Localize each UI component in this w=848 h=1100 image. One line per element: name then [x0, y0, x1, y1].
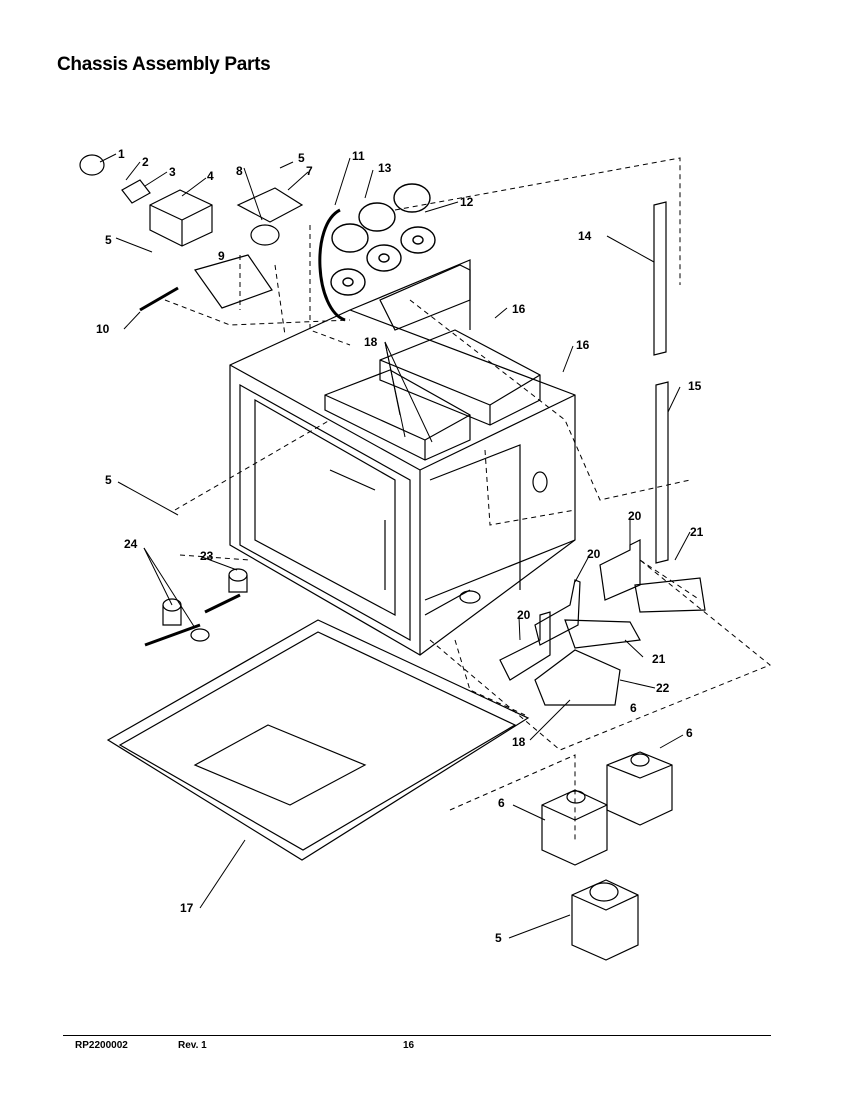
- mount-bracket-21a: [634, 577, 706, 613]
- motor-bracket: [236, 187, 304, 246]
- bracket-strip: [139, 286, 179, 312]
- support-bracket-20a: [599, 539, 641, 601]
- callout-18-top: 18: [364, 335, 378, 349]
- callout-9: 9: [218, 249, 225, 263]
- assembly-guide-lines: [164, 157, 771, 840]
- page-title: Chassis Assembly Parts: [57, 54, 271, 75]
- magnetron-upper: [606, 751, 673, 826]
- callout-18-bottom: 18: [512, 735, 526, 749]
- callout-20-right: 20: [628, 509, 642, 523]
- callout-3: 3: [169, 165, 176, 179]
- footer-doc-number: RP2200002: [75, 1040, 128, 1051]
- callout-5-mid: 5: [105, 473, 112, 487]
- callout-11: 11: [352, 149, 365, 163]
- callout-20-mid: 20: [587, 547, 601, 561]
- rear-bracket: [379, 264, 471, 331]
- callout-labels: 1 2 3 4 5 7 8 11 13 12 5 9 14 10 16 18 1…: [96, 147, 704, 945]
- callout-7: 7: [306, 164, 313, 178]
- callout-2: 2: [142, 155, 149, 169]
- base-tray: [106, 619, 530, 861]
- mount-bracket-22: [534, 649, 621, 706]
- glide-rail-15: [655, 381, 669, 564]
- stirrer-belt: [318, 208, 346, 322]
- callout-21-mid: 21: [652, 652, 666, 666]
- callout-1: 1: [118, 147, 125, 161]
- magnetron-middle: [541, 789, 608, 866]
- footer-revision: Rev. 1: [178, 1040, 207, 1051]
- callout-10: 10: [96, 322, 110, 336]
- footer-page-number: 16: [403, 1040, 415, 1051]
- callout-5-bottom: 5: [495, 931, 502, 945]
- callout-14: 14: [578, 229, 592, 243]
- callout-16-top: 16: [512, 302, 526, 316]
- lamp-socket: [121, 179, 151, 204]
- callout-20-left: 20: [517, 608, 531, 622]
- lamp-bulb: [79, 154, 105, 176]
- footer-rule: [63, 1035, 771, 1036]
- callout-6-bracket: 6: [630, 701, 637, 715]
- support-bracket-20b: [534, 579, 581, 646]
- transformer-box: [149, 189, 213, 247]
- insulator-sheet: [194, 254, 273, 309]
- support-bracket-20c: [499, 611, 551, 681]
- callout-15: 15: [688, 379, 702, 393]
- leader-lines: [99, 153, 691, 939]
- callout-6-mid: 6: [498, 796, 505, 810]
- glide-rail-14: [653, 201, 667, 356]
- callout-24: 24: [124, 537, 138, 551]
- callout-16-right: 16: [576, 338, 590, 352]
- callout-12: 12: [460, 195, 474, 209]
- callout-6-right: 6: [686, 726, 693, 740]
- callout-17: 17: [180, 901, 194, 915]
- callout-5-left: 5: [105, 233, 112, 247]
- callout-21-right: 21: [690, 525, 704, 539]
- callout-8: 8: [236, 164, 243, 178]
- control-box-upper: [379, 329, 541, 426]
- stirrer-wheels: [330, 183, 436, 296]
- callout-13: 13: [378, 161, 392, 175]
- callout-23: 23: [200, 549, 214, 563]
- mount-bracket-21b: [564, 619, 641, 649]
- control-box-lower: [324, 369, 471, 461]
- feet-assemblies: [144, 568, 248, 647]
- callout-5-top: 5: [298, 151, 305, 165]
- callout-4: 4: [207, 169, 214, 183]
- magnetron-lower: [571, 879, 639, 961]
- callout-22: 22: [656, 681, 670, 695]
- chassis-frame: [229, 259, 576, 656]
